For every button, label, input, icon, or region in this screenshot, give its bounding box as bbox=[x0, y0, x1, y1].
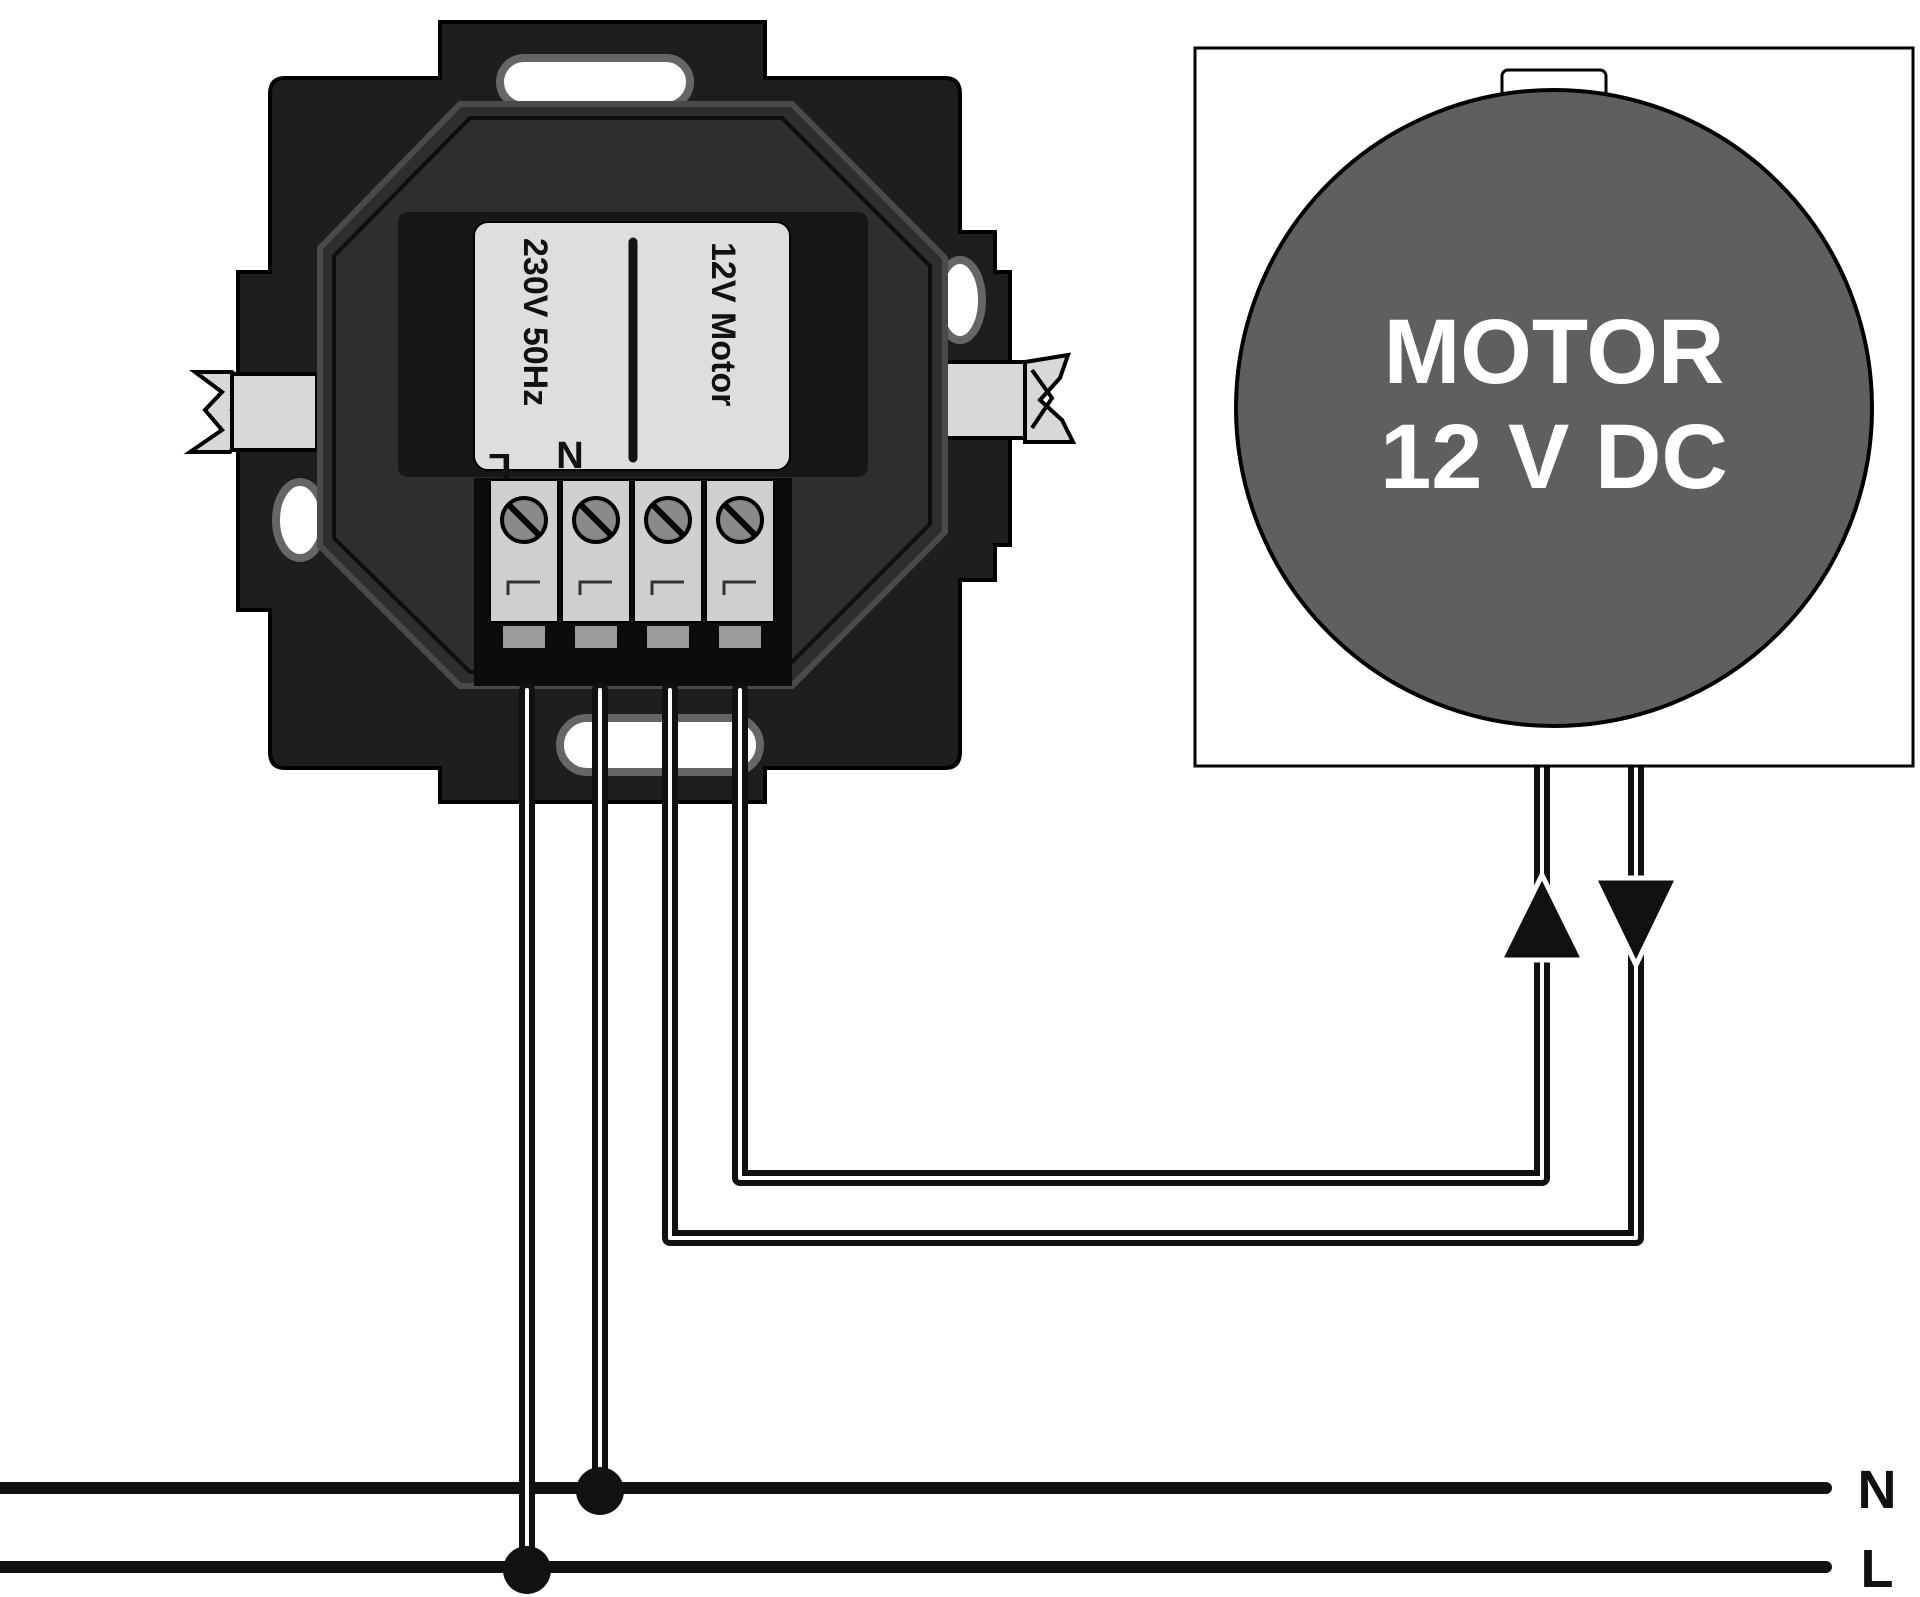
terminal-1 bbox=[489, 479, 559, 648]
terminal-4 bbox=[705, 479, 775, 648]
device-insert: 230V 50Hz 12V Motor L N bbox=[183, 20, 1077, 804]
clamp-claw-left bbox=[183, 370, 319, 454]
terminal-2 bbox=[561, 479, 631, 648]
motor-title: MOTOR bbox=[1384, 301, 1725, 403]
mounting-slot-top bbox=[496, 54, 694, 110]
motor-side-label: 12V Motor bbox=[704, 242, 742, 406]
mains-l-label: L bbox=[1861, 1539, 1894, 1597]
terminal-screw-icon bbox=[644, 496, 692, 544]
terminal-screw-icon bbox=[500, 496, 548, 544]
wiring bbox=[0, 682, 1832, 1575]
triangle-down-arrow-icon bbox=[1590, 875, 1682, 971]
terminal-screw-icon bbox=[572, 496, 620, 544]
wire-motor-2 bbox=[662, 682, 1644, 1246]
mains-n-label: N bbox=[1858, 1460, 1897, 1520]
motor-unit: MOTOR 12 V DC bbox=[1193, 46, 1915, 768]
triangle-up-arrow-icon bbox=[1495, 869, 1589, 963]
mounting-slot-left bbox=[272, 478, 328, 562]
terminal-label-l: L bbox=[488, 445, 511, 487]
terminal-label-n: N bbox=[556, 435, 583, 477]
terminal-3 bbox=[633, 479, 703, 648]
motor-disc bbox=[1234, 88, 1874, 728]
supply-voltage-label: 230V 50Hz bbox=[516, 238, 554, 406]
clamp-claw-right bbox=[938, 352, 1077, 444]
mounting-slot-bottom bbox=[556, 714, 764, 776]
terminal-screw-icon bbox=[716, 496, 764, 544]
solder-dot-icon bbox=[503, 1546, 551, 1594]
solder-dot-icon bbox=[576, 1467, 624, 1515]
motor-voltage: 12 V DC bbox=[1380, 406, 1728, 508]
